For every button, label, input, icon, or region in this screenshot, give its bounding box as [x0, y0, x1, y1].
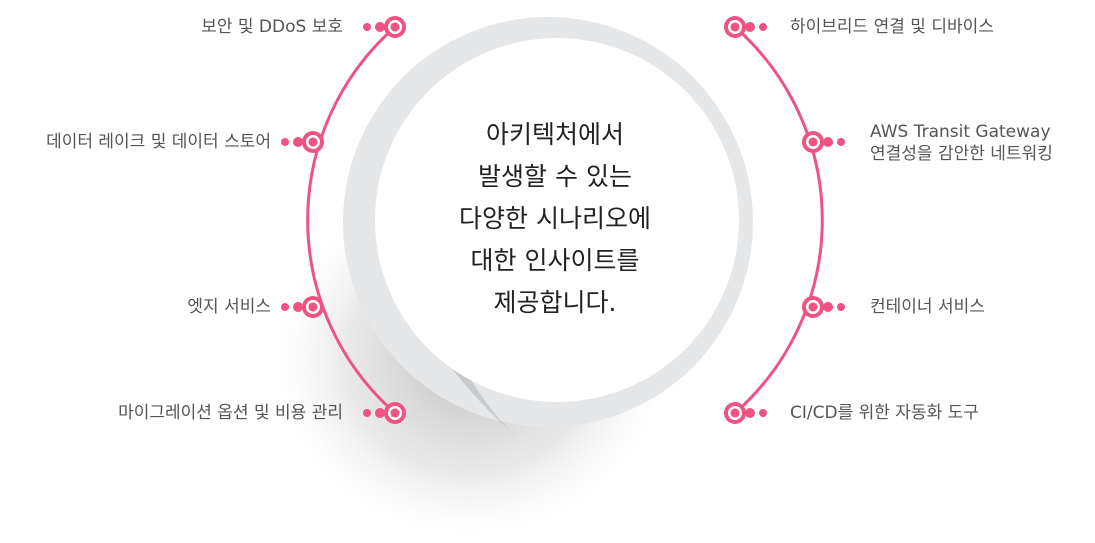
node-left-3 [281, 296, 324, 318]
node-right-3 [802, 296, 845, 318]
center-line: 발생할 수 있는 [478, 162, 632, 191]
node-right-2 [802, 131, 845, 153]
node-right-4 [724, 402, 767, 424]
left-arc [306, 25, 396, 415]
center-circle [375, 38, 739, 402]
right-arc [734, 25, 824, 415]
center-message: 아키텍처에서 발생할 수 있는 다양한 시나리오에 대한 인사이트를 제공합니다… [405, 114, 705, 324]
node-left-2 [281, 131, 324, 153]
label-security-ddos: 보안 및 DDoS 보호 [201, 17, 343, 37]
node-left-1 [363, 16, 406, 38]
label-edge-services: 엣지 서비스 [187, 297, 271, 317]
label-transit-gateway: AWS Transit Gateway 연결성을 감안한 네트워킹 [870, 121, 1053, 165]
label-data-lake: 데이터 레이크 및 데이터 스토어 [46, 132, 271, 152]
node-left-4 [363, 402, 406, 424]
center-line: 다양한 시나리오에 [459, 204, 651, 233]
center-line: 아키텍처에서 [485, 120, 624, 149]
center-line: 제공합니다. [493, 288, 617, 317]
label-migration-cost: 마이그레이션 옵션 및 비용 관리 [118, 403, 343, 423]
label-hybrid-connectivity: 하이브리드 연결 및 디바이스 [790, 17, 994, 37]
center-line: 대한 인사이트를 [470, 246, 640, 275]
label-line-2: 연결성을 감안한 네트워킹 [870, 144, 1053, 164]
label-container-services: 컨테이너 서비스 [870, 297, 985, 317]
label-line-1: AWS Transit Gateway [870, 122, 1051, 142]
node-right-1 [724, 16, 767, 38]
label-cicd-automation: CI/CD를 위한 자동화 도구 [790, 403, 979, 423]
